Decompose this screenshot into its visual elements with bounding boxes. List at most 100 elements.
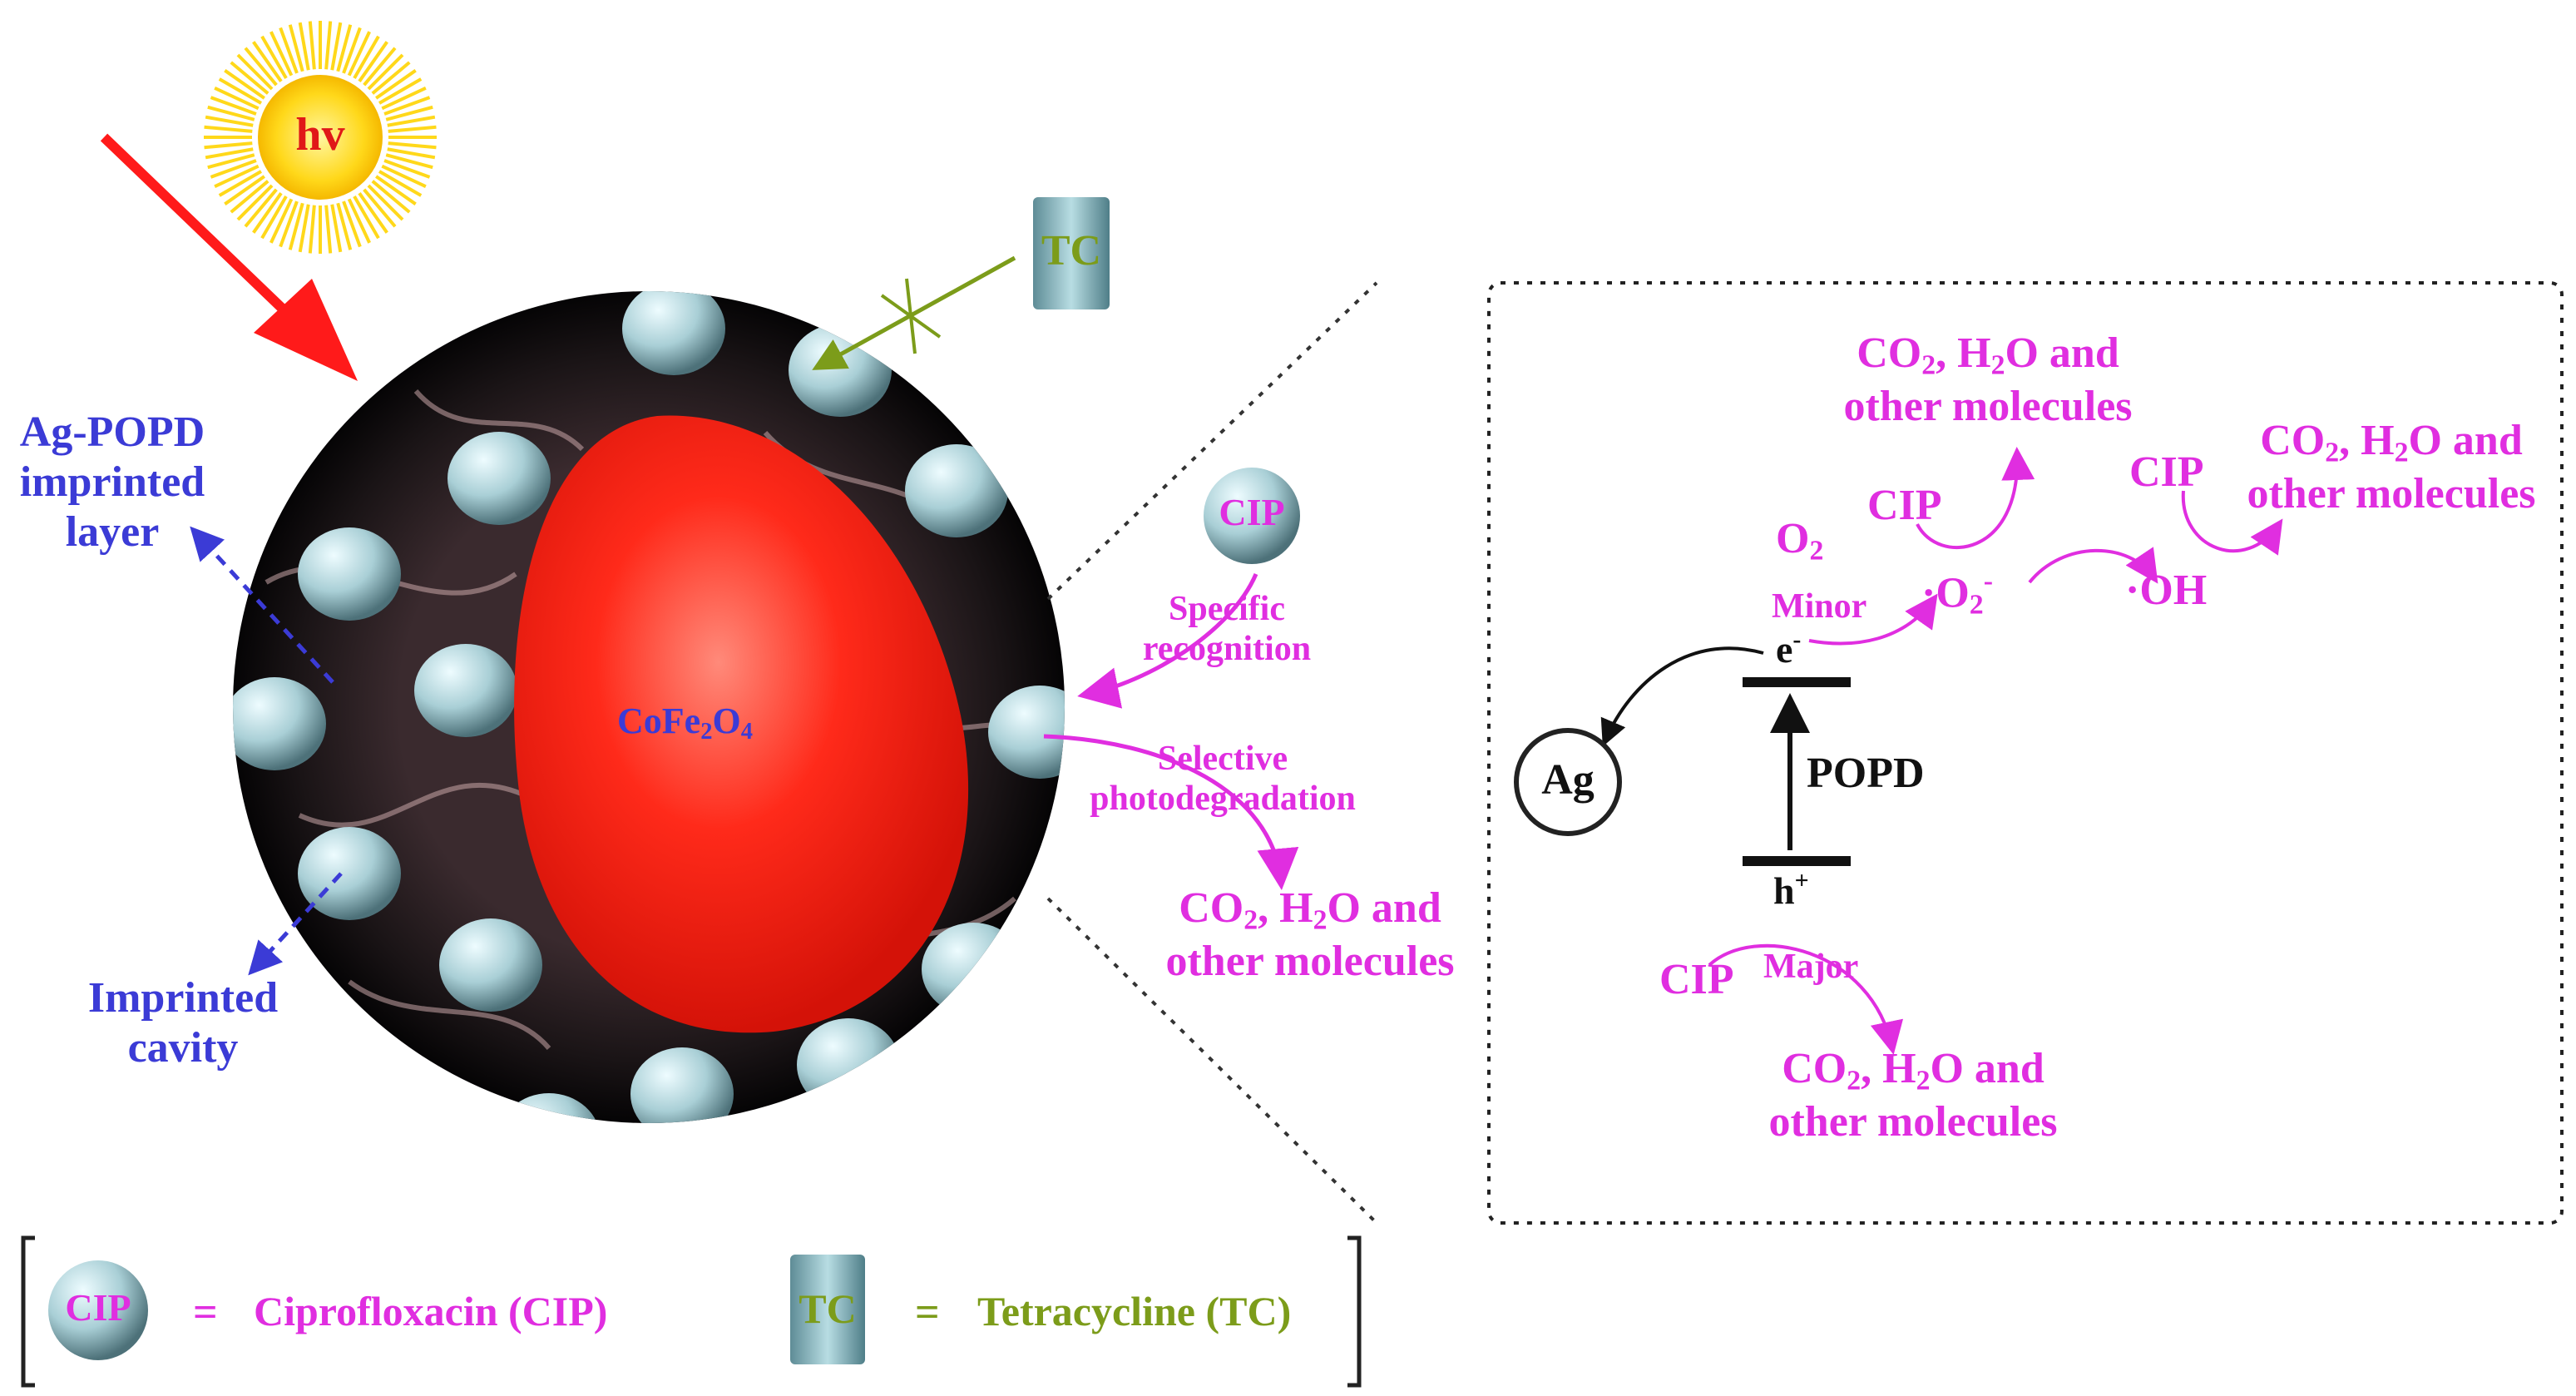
products-main-label: CO2, H2O and other molecules — [1165, 884, 1455, 986]
sun-ray — [252, 41, 283, 82]
sun-ray — [236, 53, 274, 91]
cip-b-label: CIP — [2129, 448, 2204, 496]
o2-label: O2 — [1776, 515, 1824, 567]
legend-cip-ball — [48, 1260, 148, 1360]
sun-ray — [371, 61, 411, 95]
sun-ray — [387, 147, 436, 160]
sun-ray — [298, 22, 310, 71]
major-label: Major — [1763, 948, 1859, 986]
imprinted-cavity — [439, 918, 542, 1012]
hydroxyl-label: ·OH — [2125, 567, 2208, 614]
imprinted-cavity — [622, 291, 725, 375]
imprinted-cavity — [789, 324, 892, 417]
sun-ray — [207, 105, 255, 121]
zoom-line-bottom — [1046, 897, 1378, 1225]
legend-tc-block — [790, 1255, 865, 1364]
sun-ray — [388, 141, 437, 150]
sun-ray — [288, 24, 304, 72]
legend-cip-text: Ciprofloxacin (CIP) — [254, 1288, 608, 1334]
sun-ray — [388, 125, 437, 133]
sun-ray — [252, 192, 283, 234]
imprinted-cavity-label: Imprinted cavity — [87, 974, 279, 1072]
layer-pointer-arrow — [190, 526, 334, 684]
hole-label: h+ — [1773, 867, 1809, 912]
sun-ray — [204, 125, 253, 133]
sun-ray — [308, 21, 316, 70]
sun-ray — [381, 164, 427, 188]
minor-label: Minor — [1772, 587, 1867, 626]
sun-ray — [279, 27, 299, 74]
sun-ray — [385, 105, 433, 121]
sun-ray — [236, 184, 274, 221]
sun-ray — [205, 115, 254, 127]
sun-ray — [224, 175, 265, 205]
sun-ray — [269, 31, 294, 77]
legend-tc-text: Tetracycline (TC) — [977, 1288, 1292, 1334]
cip-a-label: CIP — [1867, 482, 1942, 529]
cofe2o4-core — [514, 415, 969, 1033]
products-top-right-label: CO2, H2O and other molecules — [2247, 417, 2536, 518]
zoom-line-top — [1046, 281, 1378, 601]
imprinted-cavity — [797, 1018, 900, 1111]
o2-reduction-arrow — [1808, 593, 1938, 646]
sun-icon — [204, 21, 437, 254]
superoxide-label: ·O2- — [1921, 566, 1993, 621]
sun-ray — [279, 200, 299, 248]
tc-top-symbol — [1033, 197, 1110, 309]
sun-ray — [308, 205, 316, 254]
recognition-arrow — [1077, 573, 1258, 709]
sun-ray — [298, 204, 310, 253]
sun-ray — [363, 188, 397, 228]
sun-ray — [210, 159, 257, 179]
sun-ray — [269, 198, 294, 244]
imprinted-cavity — [414, 644, 517, 737]
ag-label: Ag — [1541, 756, 1595, 804]
imprinted-layer-label: Ag-POPD imprinted layer — [19, 408, 205, 556]
sun-ray — [367, 53, 404, 91]
sun-ray — [336, 202, 353, 250]
sun-ray — [288, 202, 304, 250]
sun-ray — [353, 35, 380, 79]
legend-cip-symbol: CIP — [65, 1286, 131, 1329]
imprinted-cavity — [630, 1047, 734, 1123]
sun-ray — [347, 31, 371, 77]
cip-top-left-arrow — [1916, 447, 2035, 550]
photodegradation-label: Selective photodegradation — [1090, 740, 1356, 819]
imprinted-cavity — [447, 432, 551, 525]
degradation-arrow — [1043, 734, 1299, 890]
legend-tc-equals: = — [915, 1289, 940, 1336]
sun-ray — [224, 69, 265, 100]
sun-ray — [342, 200, 362, 248]
cip-top-right-arrow — [2181, 490, 2283, 556]
sun-ray — [330, 204, 343, 253]
sun-ray — [385, 153, 433, 170]
core-label: CoFe2O4 — [617, 700, 754, 745]
imprinted-cavity — [905, 444, 1008, 537]
sun-ray — [204, 141, 253, 150]
imprinted-cavity — [298, 527, 401, 621]
sun-ray — [218, 170, 262, 197]
sun-ray — [378, 77, 423, 105]
sun-ray — [363, 47, 397, 87]
legend-bracket-left — [21, 1235, 35, 1388]
sun-ray — [371, 180, 411, 214]
sun-ray — [375, 175, 417, 205]
sun-ray — [244, 188, 278, 228]
sun-ray — [207, 153, 255, 170]
products-bottom-label: CO2, H2O and other molecules — [1768, 1045, 2058, 1146]
sun-ray — [383, 96, 431, 116]
sun-ray — [324, 205, 333, 254]
sun-ray — [381, 87, 427, 111]
imprinted-cavity — [497, 1093, 601, 1123]
sun-ray — [324, 21, 333, 70]
mechanism-box — [1487, 281, 2564, 1225]
sun-ray — [230, 61, 269, 95]
legend-tc-symbol: TC — [799, 1285, 857, 1332]
sun-ray — [330, 22, 343, 71]
sun-ray — [336, 24, 353, 72]
sun-ray — [214, 164, 260, 188]
cip-bottom-arrow — [1708, 943, 1904, 1055]
imprinted-cavity — [298, 827, 401, 920]
sun-ray — [347, 198, 371, 244]
sun-ray — [387, 115, 436, 127]
